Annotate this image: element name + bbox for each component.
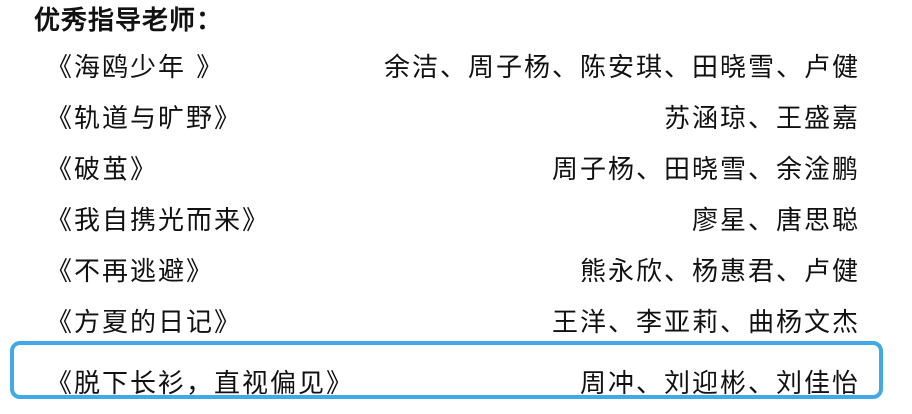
list-item: 《我自携光而来》 廖星、唐思聪 xyxy=(0,197,912,248)
entry-names: 苏涵琼、王盛嘉 xyxy=(663,104,860,134)
section-heading: 优秀指导老师： xyxy=(34,6,224,36)
entry-title: 《我自携光而来》 xyxy=(46,206,271,236)
advisor-list: 《海鸥少年 》 余洁、周子杨、陈安琪、田晓雪、卢健 《轨道与旷野》 苏涵琼、王盛… xyxy=(0,44,912,411)
entry-title: 《轨道与旷野》 xyxy=(46,104,243,134)
list-item: 《破茧》 周子杨、田晓雪、余淦鹏 xyxy=(0,146,912,197)
list-item-highlighted: 《脱下长衫，直视偏见》 周冲、刘迎彬、刘佳怡 xyxy=(0,360,912,411)
entry-names: 周冲、刘迎彬、刘佳怡 xyxy=(579,369,860,399)
list-item: 《方夏的日记》 王洋、李亚莉、曲杨文杰 xyxy=(0,299,912,350)
entry-title: 《不再逃避》 xyxy=(46,257,215,287)
list-item: 《海鸥少年 》 余洁、周子杨、陈安琪、田晓雪、卢健 xyxy=(0,44,912,95)
entry-names: 熊永欣、杨惠君、卢健 xyxy=(579,257,860,287)
entry-title: 《破茧》 xyxy=(46,155,159,185)
entry-title: 《方夏的日记》 xyxy=(46,308,243,338)
list-item: 《轨道与旷野》 苏涵琼、王盛嘉 xyxy=(0,95,912,146)
highlight-frame xyxy=(10,341,883,399)
entry-title: 《脱下长衫，直视偏见》 xyxy=(46,369,355,399)
entry-names: 余洁、周子杨、陈安琪、田晓雪、卢健 xyxy=(383,53,860,83)
entry-names: 廖星、唐思聪 xyxy=(691,206,860,236)
entry-title: 《海鸥少年 》 xyxy=(46,53,225,83)
list-item: 《不再逃避》 熊永欣、杨惠君、卢健 xyxy=(0,248,912,299)
entry-names: 王洋、李亚莉、曲杨文杰 xyxy=(551,308,860,338)
entry-names: 周子杨、田晓雪、余淦鹏 xyxy=(551,155,860,185)
